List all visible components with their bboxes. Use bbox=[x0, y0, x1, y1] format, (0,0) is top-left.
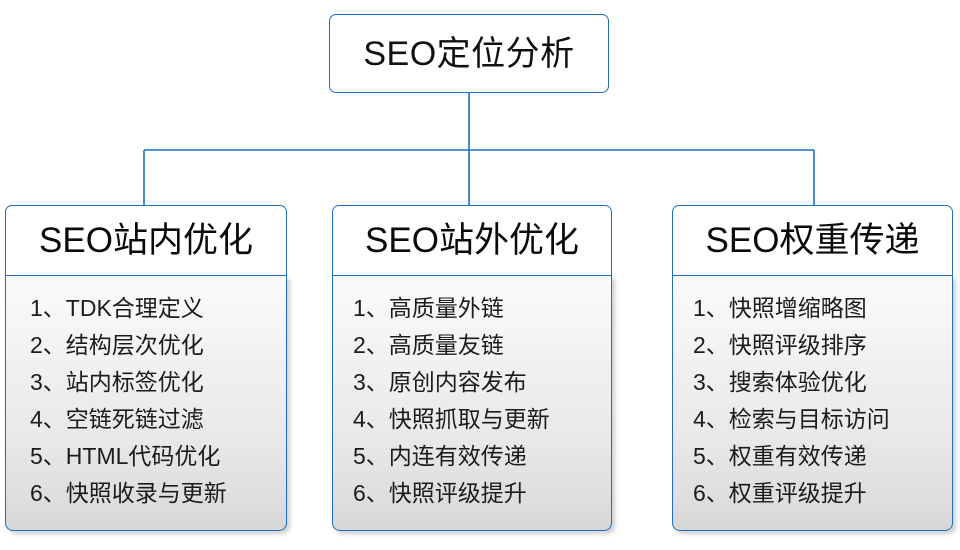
list-item: 1、高质量外链 bbox=[353, 295, 504, 321]
branch-3-item-list: 1、快照增缩略图 2、快照评级排序 3、搜索体验优化 4、检索与目标访问 5、权… bbox=[673, 290, 952, 512]
branch-1-body: 1、TDK合理定义 2、结构层次优化 3、站内标签优化 4、空链死链过滤 5、H… bbox=[5, 276, 287, 531]
branch-column-2: SEO站外优化 1、高质量外链 2、高质量友链 3、原创内容发布 4、快照抓取与… bbox=[332, 205, 612, 531]
branch-1-item-list: 1、TDK合理定义 2、结构层次优化 3、站内标签优化 4、空链死链过滤 5、H… bbox=[6, 290, 286, 512]
list-item: 3、搜索体验优化 bbox=[693, 369, 867, 395]
branch-1-header[interactable]: SEO站内优化 bbox=[5, 205, 287, 276]
branch-2-item-list: 1、高质量外链 2、高质量友链 3、原创内容发布 4、快照抓取与更新 5、内连有… bbox=[333, 290, 611, 512]
list-item: 4、检索与目标访问 bbox=[693, 406, 890, 432]
branch-1-title: SEO站内优化 bbox=[39, 221, 253, 260]
root-node-title: SEO定位分析 bbox=[363, 34, 575, 73]
list-item: 1、快照增缩略图 bbox=[693, 295, 867, 321]
list-item: 5、权重有效传递 bbox=[693, 443, 867, 469]
branch-3-header[interactable]: SEO权重传递 bbox=[672, 205, 953, 276]
branch-column-1: SEO站内优化 1、TDK合理定义 2、结构层次优化 3、站内标签优化 4、空链… bbox=[5, 205, 287, 531]
list-item: 4、快照抓取与更新 bbox=[353, 406, 550, 432]
list-item: 4、空链死链过滤 bbox=[30, 406, 204, 432]
list-item: 6、快照评级提升 bbox=[353, 480, 527, 506]
list-item: 2、高质量友链 bbox=[353, 332, 504, 358]
list-item: 2、快照评级排序 bbox=[693, 332, 867, 358]
branch-2-title: SEO站外优化 bbox=[365, 221, 579, 260]
list-item: 6、权重评级提升 bbox=[693, 480, 867, 506]
branch-3-body: 1、快照增缩略图 2、快照评级排序 3、搜索体验优化 4、检索与目标访问 5、权… bbox=[672, 276, 953, 531]
branch-3-title: SEO权重传递 bbox=[705, 221, 920, 260]
branch-2-body: 1、高质量外链 2、高质量友链 3、原创内容发布 4、快照抓取与更新 5、内连有… bbox=[332, 276, 612, 531]
list-item: 3、站内标签优化 bbox=[30, 369, 204, 395]
branch-column-3: SEO权重传递 1、快照增缩略图 2、快照评级排序 3、搜索体验优化 4、检索与… bbox=[672, 205, 953, 531]
list-item: 5、HTML代码优化 bbox=[30, 443, 221, 469]
root-node[interactable]: SEO定位分析 bbox=[329, 14, 609, 93]
list-item: 2、结构层次优化 bbox=[30, 332, 204, 358]
list-item: 1、TDK合理定义 bbox=[30, 295, 204, 321]
branch-2-header[interactable]: SEO站外优化 bbox=[332, 205, 612, 276]
list-item: 5、内连有效传递 bbox=[353, 443, 527, 469]
list-item: 3、原创内容发布 bbox=[353, 369, 527, 395]
list-item: 6、快照收录与更新 bbox=[30, 480, 227, 506]
